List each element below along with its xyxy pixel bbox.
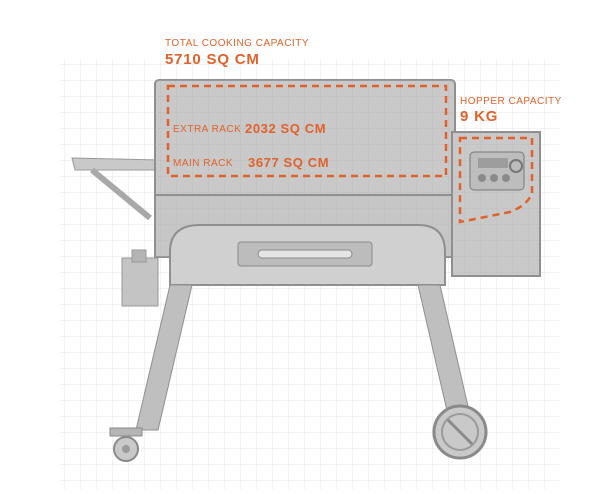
hopper-capacity-title: HOPPER CAPACITY <box>460 96 562 107</box>
wheel-icon <box>432 404 488 460</box>
main-rack-title: MAIN RACK <box>173 158 234 169</box>
front-panel <box>169 224 446 286</box>
extra-rack-title: EXTRA RACK <box>173 124 242 135</box>
temperature-controller-icon <box>469 151 525 191</box>
total-capacity-value: 5710 SQ CM <box>165 51 260 68</box>
total-capacity-title: TOTAL COOKING CAPACITY <box>165 38 309 49</box>
hopper-capacity-value: 9 KG <box>460 108 499 125</box>
cooking-area-outline <box>166 84 448 178</box>
grease-bucket <box>121 249 159 307</box>
hopper <box>451 131 541 277</box>
main-rack-value: 3677 SQ CM <box>248 155 330 170</box>
grill-legs <box>135 284 471 431</box>
caster-wheel <box>109 427 143 462</box>
hopper-outline <box>458 136 534 224</box>
extra-rack-value: 2032 SQ CM <box>245 121 327 136</box>
